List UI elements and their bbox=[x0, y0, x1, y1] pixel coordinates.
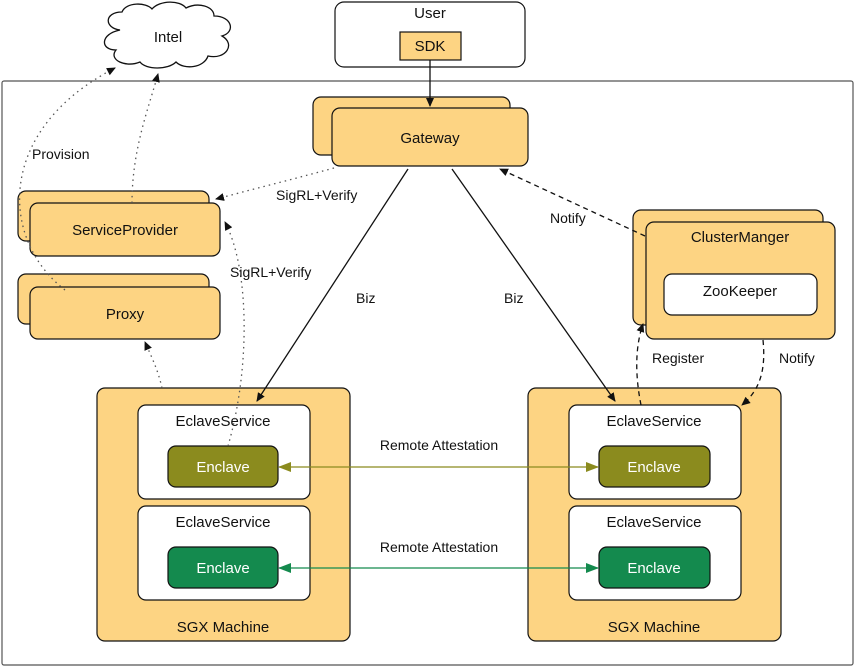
enclave-service-right-1[interactable]: EclaveService Enclave bbox=[568, 404, 742, 500]
user-node[interactable]: User SDK bbox=[334, 1, 526, 68]
edge-biz-left bbox=[256, 168, 409, 402]
label-register: Register bbox=[652, 350, 704, 366]
gateway-node[interactable]: Gateway bbox=[312, 96, 529, 167]
edge-sgx-proxy bbox=[144, 341, 163, 389]
cloud-icon bbox=[103, 1, 232, 69]
enclave-service-left-1[interactable]: EclaveService Enclave bbox=[137, 404, 311, 500]
proxy-label: Proxy bbox=[106, 306, 145, 323]
proxy-node[interactable]: Proxy bbox=[17, 273, 221, 340]
label-notify-service: Notify bbox=[779, 350, 815, 366]
enclave-service-title: EclaveService bbox=[606, 514, 701, 531]
label-sigrl-verify-gateway: SigRL+Verify bbox=[276, 187, 357, 203]
gateway-label: Gateway bbox=[400, 130, 460, 147]
label-remote-attestation-2: Remote Attestation bbox=[380, 539, 498, 555]
intel-label: Intel bbox=[154, 29, 182, 46]
enclave-box[interactable] bbox=[598, 546, 711, 589]
zookeeper-label: ZooKeeper bbox=[703, 283, 777, 300]
service-provider-label: ServiceProvider bbox=[72, 222, 178, 239]
enclave-service-left-2[interactable]: EclaveService Enclave bbox=[137, 505, 311, 601]
enclave-service-title: EclaveService bbox=[606, 413, 701, 430]
enclave-box[interactable] bbox=[598, 445, 711, 488]
label-remote-attestation-1: Remote Attestation bbox=[380, 437, 498, 453]
sgx-machine-left[interactable]: SGX Machine EclaveService Enclave Eclave… bbox=[96, 387, 351, 642]
edge-notify-service bbox=[741, 339, 765, 406]
cluster-manager-label: ClusterManger bbox=[691, 229, 789, 246]
enclave-service-title: EclaveService bbox=[175, 413, 270, 430]
enclave-label: Enclave bbox=[196, 560, 249, 577]
label-notify-gateway: Notify bbox=[550, 210, 586, 226]
label-provision: Provision bbox=[32, 146, 90, 162]
enclave-label: Enclave bbox=[196, 459, 249, 476]
label-sigrl-verify-service: SigRL+Verify bbox=[230, 264, 311, 280]
zookeeper-box[interactable] bbox=[663, 273, 818, 316]
label-biz-right: Biz bbox=[504, 290, 523, 306]
sgx-machine-right[interactable]: SGX Machine EclaveService Enclave Eclave… bbox=[527, 387, 782, 642]
sgx-machine-right-label: SGX Machine bbox=[608, 619, 701, 636]
edge-register bbox=[636, 323, 645, 406]
enclave-service-right-2[interactable]: EclaveService Enclave bbox=[568, 505, 742, 601]
sdk-label: SDK bbox=[415, 38, 446, 55]
enclave-label: Enclave bbox=[627, 459, 680, 476]
edge-biz-right bbox=[451, 168, 616, 402]
cluster-manager-node[interactable]: ClusterManger ZooKeeper bbox=[632, 209, 836, 340]
intel-cloud[interactable]: Intel bbox=[103, 1, 232, 69]
enclave-label: Enclave bbox=[627, 560, 680, 577]
user-label: User bbox=[414, 5, 446, 22]
service-provider-node[interactable]: ServiceProvider bbox=[17, 190, 221, 257]
edge-sp-intel bbox=[131, 73, 160, 204]
label-biz-left: Biz bbox=[356, 290, 375, 306]
sgx-machine-left-label: SGX Machine bbox=[177, 619, 270, 636]
enclave-service-title: EclaveService bbox=[175, 514, 270, 531]
